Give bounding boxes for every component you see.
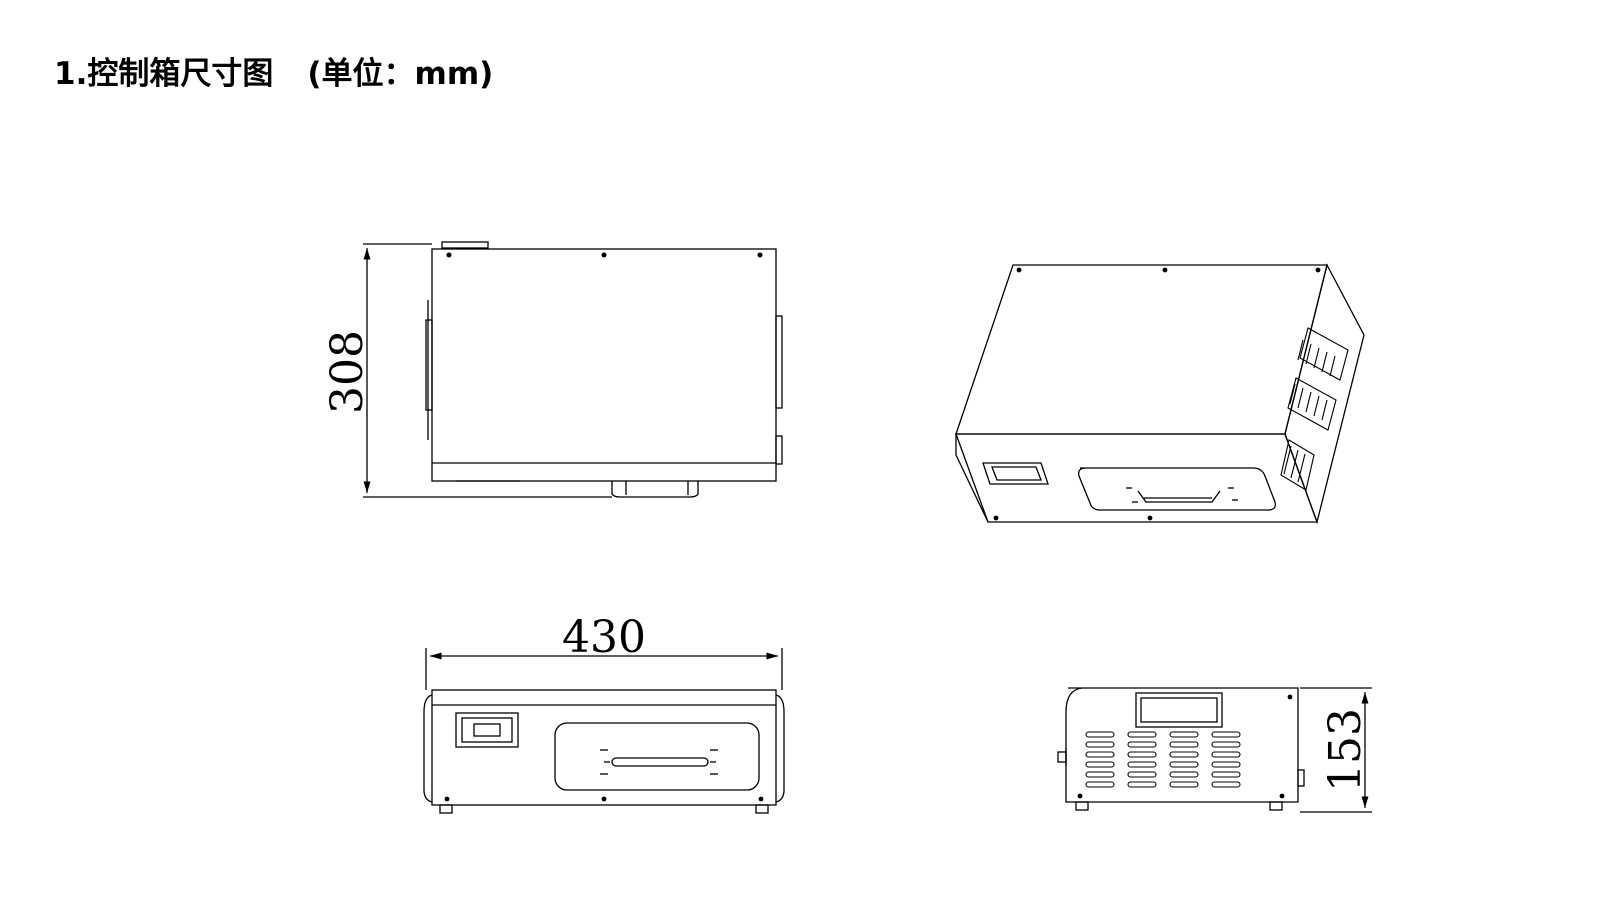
page-title: 1.控制箱尺寸图 (单位：mm) <box>54 48 493 93</box>
title-main: 1.控制箱尺寸图 <box>54 56 274 92</box>
side-view <box>1057 687 1372 813</box>
dim-width-label: 430 <box>562 612 646 663</box>
title-unit: (单位：mm) <box>307 56 494 92</box>
dim-height-label: 153 <box>1320 708 1371 792</box>
dim-depth-label: 308 <box>322 330 373 414</box>
isometric-view <box>955 263 1365 525</box>
front-view <box>423 648 785 814</box>
top-view <box>363 241 783 498</box>
